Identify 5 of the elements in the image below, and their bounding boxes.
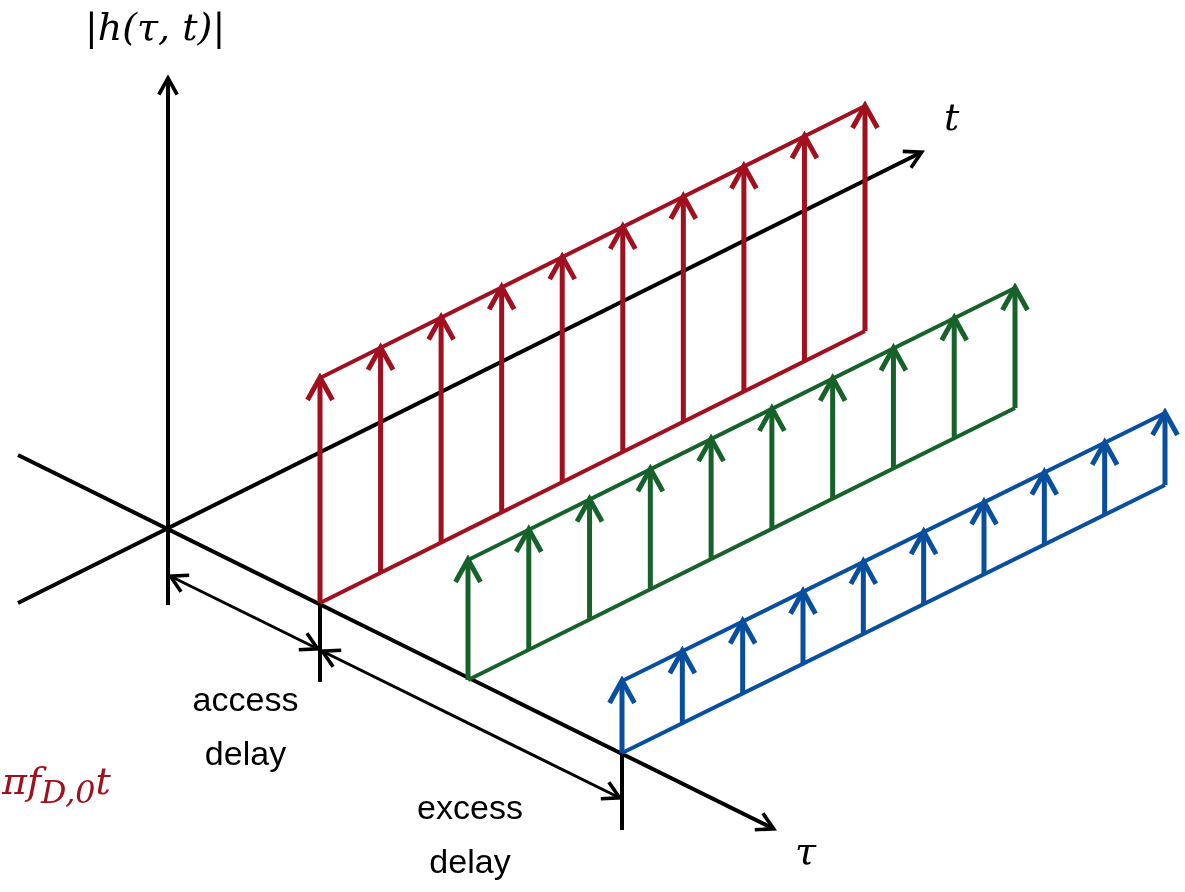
- axis-label: τ: [795, 832, 817, 870]
- formula-text: πf$_{D,0}$t: [2, 762, 111, 809]
- axis-label: t: [944, 98, 960, 136]
- dimension-label: excess delay: [416, 787, 524, 883]
- dimension-label: access delay: [191, 679, 300, 775]
